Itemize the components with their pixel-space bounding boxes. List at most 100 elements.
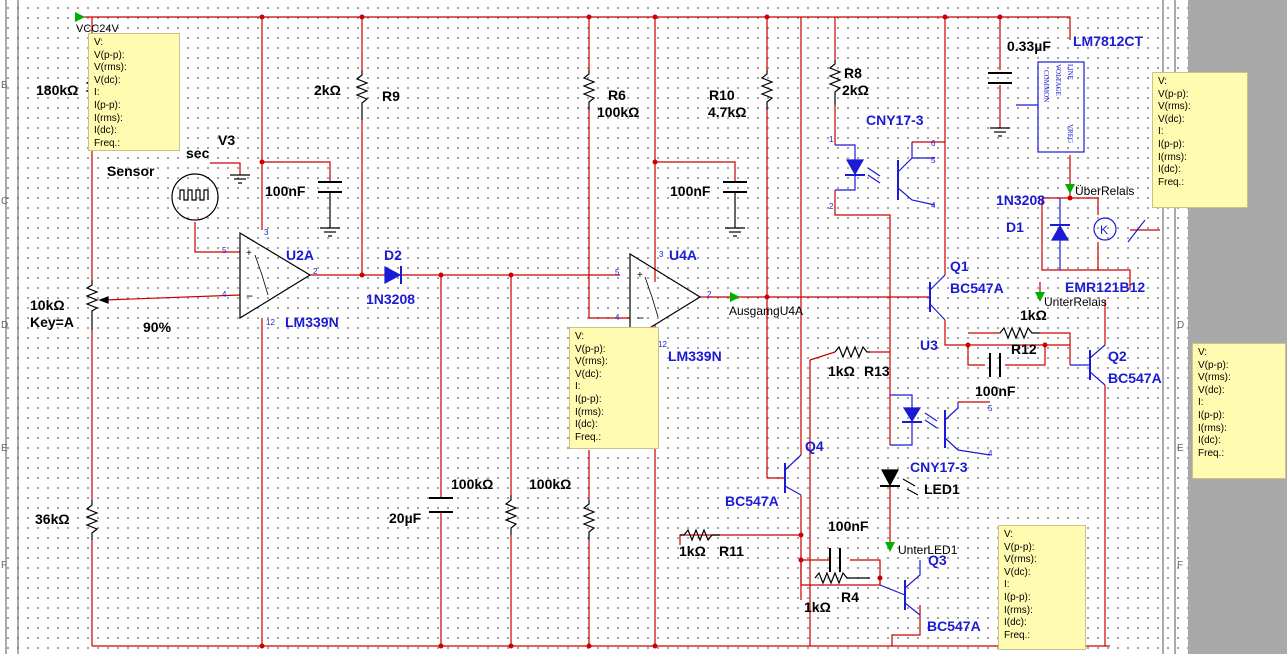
wire-r12-right[interactable]	[1040, 332, 1071, 345]
probe-box-2[interactable]: V:V(p-p):V(rms): V(dc):I:I(p-p): I(rms):…	[569, 327, 659, 449]
wire-c-d-right[interactable]	[850, 559, 881, 585]
pin-u4-5: 5	[615, 268, 620, 277]
relay-coil[interactable]	[1093, 217, 1117, 241]
label-reg-voltage: VOLTAGE	[1054, 64, 1062, 96]
label-r100k-b: 100kΩ	[529, 476, 572, 492]
label-r8-name: R8	[844, 65, 862, 81]
label-c100nf-a: 100nF	[265, 183, 306, 199]
svg-text:K: K	[1100, 223, 1108, 237]
label-v3-spec: sec	[186, 145, 210, 161]
vcc-flag-icon	[75, 12, 85, 22]
label-q3: Q3	[928, 552, 947, 568]
diode-d2[interactable]	[384, 266, 402, 284]
label-r9-name: R9	[382, 88, 400, 104]
pin-u2-4: 4	[222, 290, 227, 299]
probe-box-4[interactable]: V:V(p-p):V(rms): V(dc):I:I(p-p): I(rms):…	[1192, 343, 1286, 479]
wire-q3-emit[interactable]	[891, 605, 921, 646]
row-label-b: B	[1, 80, 8, 91]
wire-cap-b[interactable]	[655, 161, 736, 182]
unter-led-flag-icon	[885, 542, 895, 552]
label-r10-name: R10	[709, 87, 735, 103]
label-r9-value: 2kΩ	[314, 82, 341, 98]
label-cny-top: CNY17-3	[866, 112, 924, 128]
label-cny-bottom: CNY17-3	[910, 459, 968, 475]
label-u2a-type: LM339N	[285, 314, 339, 330]
label-pot-percent: 90%	[143, 319, 172, 335]
wire-relay-loop[interactable]	[1041, 198, 1099, 271]
resistor-r6[interactable]	[582, 70, 596, 110]
label-pot-value: 10kΩ	[30, 297, 65, 313]
wire-r13-left[interactable]	[809, 351, 836, 361]
resistor-r8[interactable]	[828, 60, 842, 105]
wire-cny1-k[interactable]	[834, 190, 891, 445]
label-c20uf: 20µF	[389, 510, 422, 526]
pin-u2-2: 2	[313, 267, 318, 276]
diode-d1[interactable]	[1050, 224, 1070, 241]
potentiometer-10k[interactable]	[85, 280, 99, 330]
pot-wiper-arrow	[98, 296, 109, 304]
probe-box-5[interactable]: V:V(p-p):V(rms): V(dc):I:I(p-p): I(rms):…	[998, 525, 1086, 650]
optocoupler-led-bottom[interactable]	[902, 407, 922, 423]
label-u4a-type: LM339N	[668, 348, 722, 364]
led1[interactable]	[881, 469, 899, 487]
resistor-100k-a[interactable]	[504, 495, 518, 535]
resistor-r9[interactable]	[355, 70, 369, 120]
label-d1-type: 1N3208	[996, 192, 1046, 208]
pin-cny1-4: 4	[931, 201, 936, 210]
label-r4-value: 1kΩ	[804, 599, 831, 615]
label-r6-name: R6	[608, 87, 626, 103]
wire-vcc-rail[interactable]	[75, 16, 1071, 40]
wires[interactable]	[75, 16, 1160, 647]
resistor-100k-b[interactable]	[582, 500, 596, 540]
svg-text:−: −	[637, 311, 644, 325]
label-r-1k-q2: 1kΩ	[1020, 307, 1047, 323]
label-reg-vreg: VREG	[1066, 124, 1074, 144]
probe-box-1[interactable]: V:V(p-p):V(rms): V(dc):I:I(p-p): I(rms):…	[88, 33, 180, 151]
label-q2: Q2	[1108, 348, 1127, 364]
label-q2-type: BC547A	[1108, 370, 1162, 386]
comparator-u4a[interactable]	[629, 252, 702, 342]
resistor-36k[interactable]	[85, 500, 99, 540]
svg-text:−: −	[246, 289, 253, 303]
wire-relay-top[interactable]	[1042, 197, 1099, 215]
wire-sensor[interactable]	[194, 222, 240, 253]
label-r100k-a: 100kΩ	[451, 476, 494, 492]
wire-pot-wiper[interactable]	[104, 294, 241, 301]
label-u3: U3	[920, 337, 938, 353]
label-q3-type: BC547A	[927, 618, 981, 634]
comparator-u2a[interactable]	[239, 231, 312, 320]
net-label-ausgang: AusgamgU4A	[729, 304, 804, 318]
resistor-r4[interactable]	[814, 571, 870, 585]
unter-relais-flag-icon	[1035, 292, 1045, 302]
wire-sensor-gnd[interactable]	[210, 162, 241, 175]
optocoupler-led-top[interactable]	[845, 159, 865, 176]
label-r4-name: R4	[841, 589, 859, 605]
label-q4-type: BC547A	[725, 493, 779, 509]
label-reg-common: COMMON	[1042, 70, 1050, 103]
ausgang-flag-icon	[730, 292, 740, 302]
voltage-regulator-lm7812[interactable]	[1037, 61, 1085, 153]
pin-u4-4: 4	[615, 313, 620, 322]
row-label-d-right: D	[1177, 320, 1185, 331]
wire-c100-c-right[interactable]	[1005, 345, 1046, 366]
wire-relay-out[interactable]	[1098, 269, 1131, 290]
relay-contact[interactable]	[1127, 219, 1146, 243]
row-label-e: E	[1, 443, 8, 454]
wire-cap-a[interactable]	[262, 161, 331, 182]
resistor-r13[interactable]	[834, 345, 870, 359]
label-v3: V3	[218, 132, 236, 148]
wire-c100-c-left[interactable]	[967, 345, 985, 366]
row-label-c: C	[1, 196, 9, 207]
net-flags	[75, 12, 1075, 552]
sensor-source-v3[interactable]	[171, 173, 219, 221]
probe-box-3[interactable]: V:V(p-p):V(rms): V(dc):I:I(p-p): I(rms):…	[1152, 72, 1248, 208]
resistor-r12[interactable]	[999, 326, 1040, 340]
resistor-r10[interactable]	[760, 70, 774, 110]
label-r12: R12	[1011, 341, 1037, 357]
pulse-waveform-icon	[179, 189, 209, 201]
pin-cny2-4: 4	[988, 449, 993, 458]
wire-q1-emit[interactable]	[944, 320, 1070, 346]
label-c033uf: 0.33µF	[1007, 38, 1051, 54]
resistor-r11[interactable]	[680, 528, 720, 542]
